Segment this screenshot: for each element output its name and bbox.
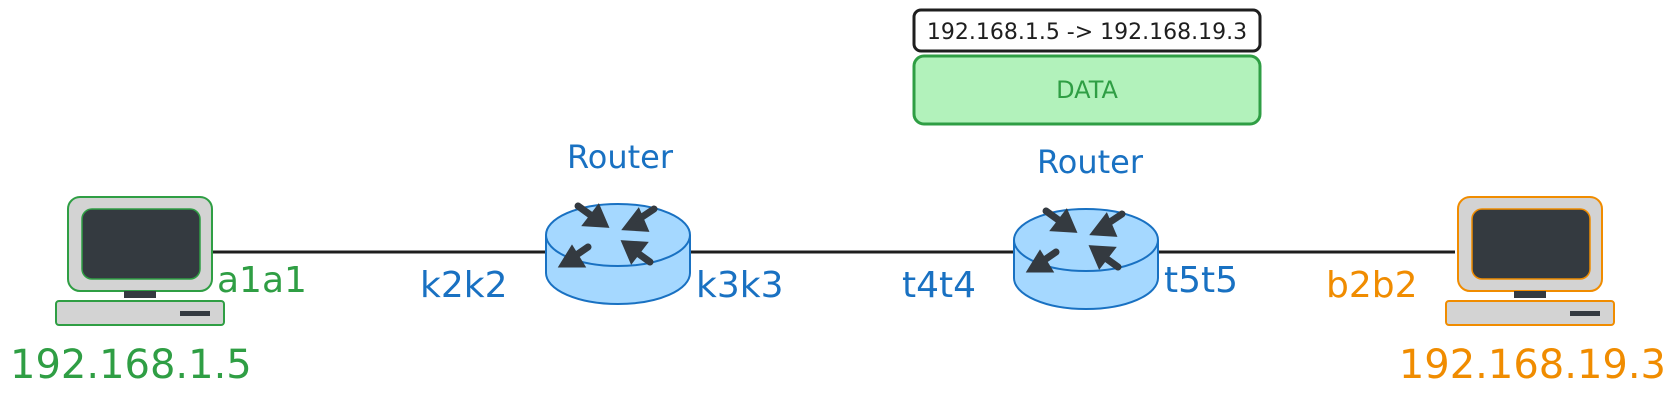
desktop-computer-icon	[1445, 196, 1615, 326]
router-2-left-interface: t4t4	[902, 265, 976, 306]
router-1-left-interface: k2k2	[420, 265, 508, 306]
router-2-label: Router	[1037, 143, 1144, 181]
host-left-interface: a1a1	[217, 260, 307, 301]
router-1-label: Router	[567, 138, 674, 176]
router-1: Router k2k2 k3k3	[420, 138, 784, 306]
router-1-right-interface: k3k3	[696, 265, 784, 306]
host-right-interface: b2b2	[1326, 265, 1418, 306]
desktop-computer-icon	[55, 196, 225, 326]
host-right: b2b2 192.168.19.3	[1326, 196, 1666, 388]
host-left-ip: 192.168.1.5	[10, 342, 252, 388]
packet-payload-box	[912, 54, 1262, 126]
router-2-right-interface: t5t5	[1164, 260, 1238, 301]
packet: 192.168.1.5 -> 192.168.19.3 DATA	[912, 8, 1262, 126]
host-right-ip: 192.168.19.3	[1399, 342, 1666, 388]
router-2: Router t4t4 t5t5	[902, 143, 1238, 310]
router-icon	[1013, 207, 1159, 310]
host-left: a1a1 192.168.1.5	[10, 196, 307, 388]
router-icon	[545, 202, 691, 305]
packet-header-box	[912, 8, 1262, 53]
packet-header: 192.168.1.5 -> 192.168.19.3	[927, 20, 1247, 45]
packet-payload: DATA	[1056, 76, 1118, 104]
